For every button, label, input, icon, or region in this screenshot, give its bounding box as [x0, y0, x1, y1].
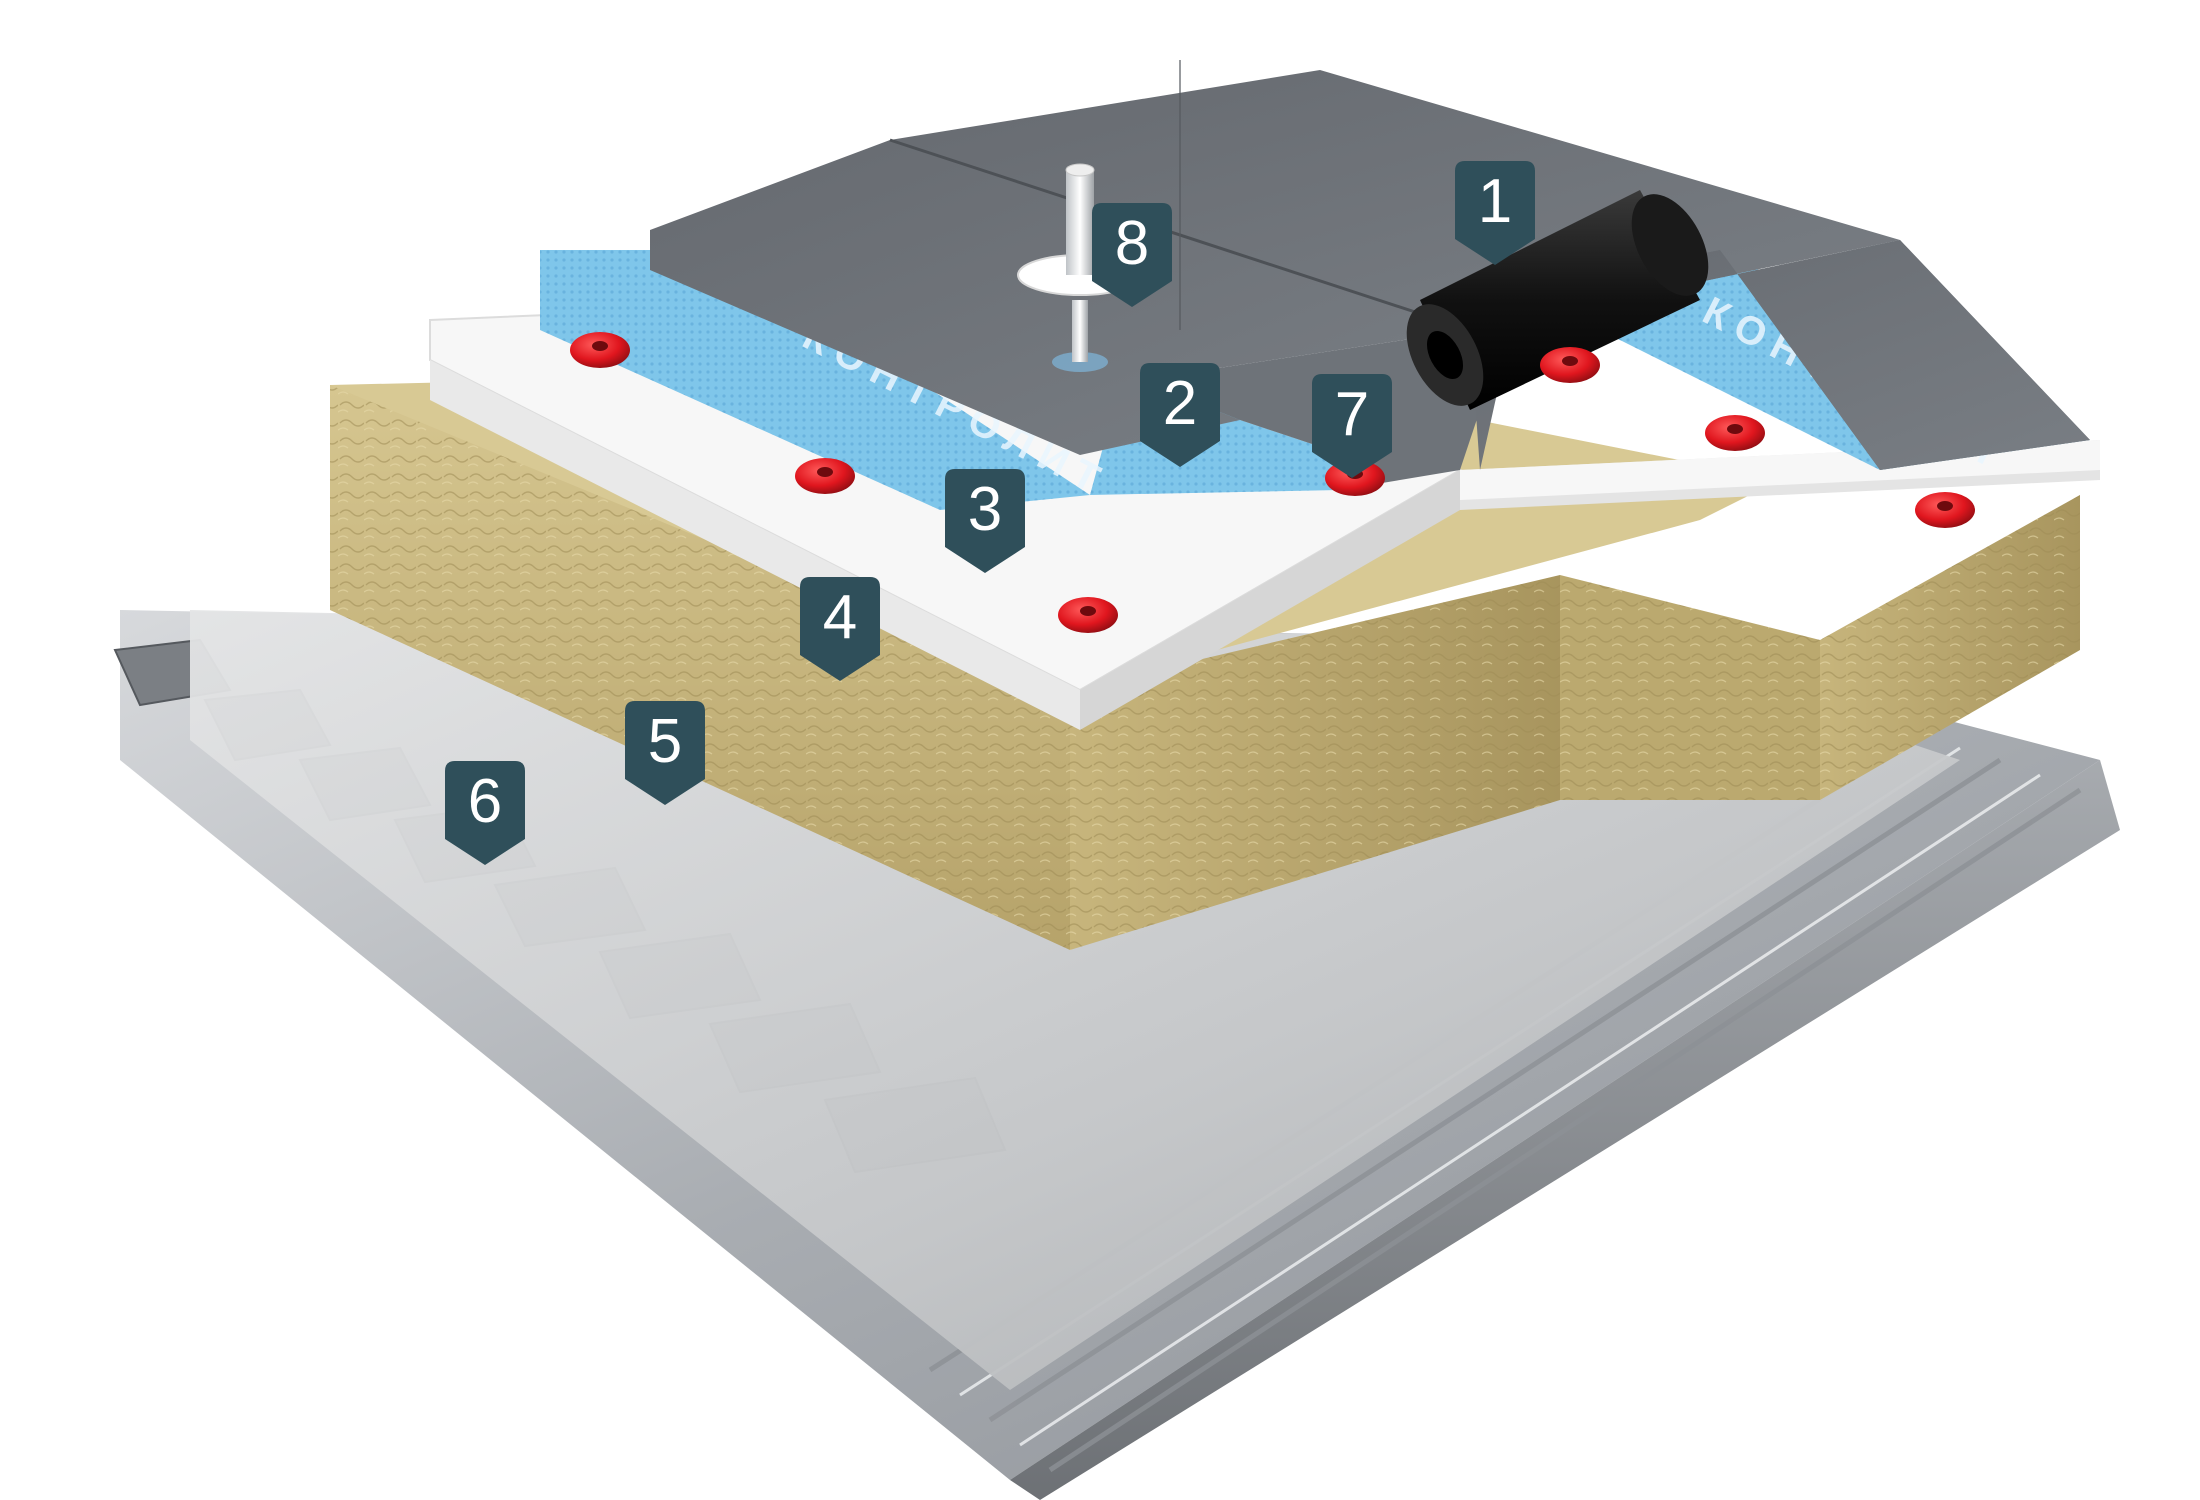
washer [570, 332, 630, 368]
marker-label: 6 [468, 767, 502, 836]
washer [795, 458, 855, 494]
marker-label: 4 [823, 583, 857, 652]
marker-badge [1312, 374, 1392, 478]
marker-badge [1092, 203, 1172, 307]
marker-1: 1 [1455, 161, 1535, 265]
washer [1540, 347, 1600, 383]
marker-label: 5 [648, 707, 682, 776]
marker-2: 2 [1140, 363, 1220, 467]
marker-badge [445, 761, 525, 865]
marker-6: 6 [445, 761, 525, 865]
washer [1058, 597, 1118, 633]
marker-label: 2 [1163, 369, 1197, 438]
marker-badge [1455, 161, 1535, 265]
marker-label: 7 [1335, 380, 1369, 449]
marker-badge [945, 469, 1025, 573]
marker-badge [625, 701, 705, 805]
washer [1915, 492, 1975, 528]
marker-4: 4 [800, 577, 880, 681]
marker-badge [800, 577, 880, 681]
marker-3: 3 [945, 469, 1025, 573]
marker-8: 8 [1092, 203, 1172, 307]
fastener-washers [570, 332, 1975, 633]
marker-label: 8 [1115, 209, 1149, 278]
membrane-roll [1406, 190, 1709, 410]
marker-5: 5 [625, 701, 705, 805]
marker-badge [1140, 363, 1220, 467]
marker-label: 1 [1478, 167, 1512, 236]
marker-label: 3 [968, 475, 1002, 544]
washer [1705, 415, 1765, 451]
marker-7: 7 [1312, 374, 1392, 478]
callout-markers: 1 2 3 4 5 6 7 8 [445, 161, 1535, 865]
